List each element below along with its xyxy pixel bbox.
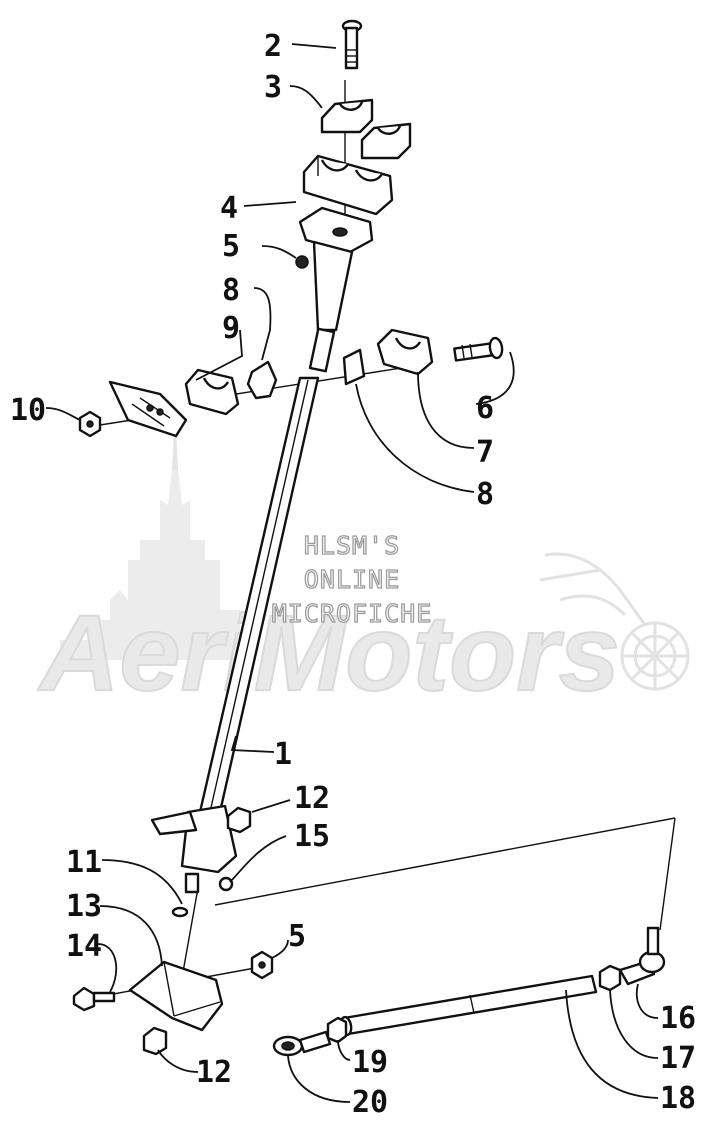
callout-1: 1 bbox=[274, 737, 292, 772]
callout-5: 5 bbox=[288, 919, 306, 954]
tie-rod-end-part-16 bbox=[618, 926, 666, 986]
callout-12: 12 bbox=[294, 781, 330, 816]
collar-part-8-upper bbox=[246, 360, 278, 400]
watermark-brand: AeriMotors bbox=[37, 592, 620, 713]
nut-part-5-upper bbox=[295, 255, 309, 269]
callout-9: 9 bbox=[222, 311, 240, 346]
callout-5: 5 bbox=[222, 229, 240, 264]
watermark-skyline bbox=[60, 440, 240, 660]
nut-part-12-lower bbox=[142, 1026, 168, 1056]
callout-6: 6 bbox=[476, 391, 494, 426]
callout-20: 20 bbox=[352, 1085, 388, 1120]
leader-lines bbox=[45, 43, 659, 1103]
callout-2: 2 bbox=[264, 29, 282, 64]
jam-nut-part-17 bbox=[598, 964, 622, 992]
callout-14: 14 bbox=[66, 929, 102, 964]
bracket-part-13 bbox=[128, 960, 224, 1032]
jam-nut-part-19 bbox=[326, 1016, 348, 1044]
watermark: AeriMotors HLSM'S ONLINE MICROFICHE bbox=[36, 410, 690, 714]
bolt-part-6 bbox=[453, 336, 504, 362]
watermark-line-3: MICROFICHE bbox=[272, 599, 433, 628]
callout-15: 15 bbox=[294, 819, 330, 854]
clamp-part-9 bbox=[184, 368, 240, 416]
tie-rod-part-18 bbox=[339, 974, 598, 1037]
upper-clamp-part-3 bbox=[320, 98, 412, 160]
callout-10: 10 bbox=[10, 393, 46, 428]
callout-19: 19 bbox=[352, 1045, 388, 1080]
watermark-line-1: HLSM'S bbox=[304, 531, 400, 560]
steering-post-part-1 bbox=[150, 206, 374, 874]
watermark-motorcycle bbox=[539, 552, 690, 691]
callout-7: 7 bbox=[476, 435, 494, 470]
callout-3: 3 bbox=[264, 70, 282, 105]
callout-16: 16 bbox=[660, 1001, 696, 1036]
bearing-part-11 bbox=[171, 872, 200, 918]
callout-18: 18 bbox=[660, 1081, 696, 1116]
callout-8: 8 bbox=[222, 273, 240, 308]
nut-part-12-upper bbox=[226, 806, 252, 834]
parts bbox=[72, 19, 666, 1057]
callout-11: 11 bbox=[66, 845, 102, 880]
pin-part-15 bbox=[218, 876, 234, 892]
nut-part-5-lower bbox=[250, 950, 274, 980]
callout-17: 17 bbox=[660, 1041, 696, 1076]
lower-clamp-part-4 bbox=[302, 154, 394, 216]
callout-12: 12 bbox=[196, 1055, 232, 1090]
watermark-spire bbox=[172, 410, 178, 470]
bolt-part-2 bbox=[341, 19, 363, 70]
clamp-part-7 bbox=[376, 328, 434, 376]
nut-part-10 bbox=[78, 410, 102, 438]
callout-8: 8 bbox=[476, 477, 494, 512]
bolt-part-14 bbox=[72, 986, 116, 1012]
connector-part bbox=[108, 380, 188, 438]
tie-rod-end-part-20 bbox=[272, 1030, 332, 1057]
callouts: 2 3 4 5 8 9 10 6 7 8 1 12 15 11 13 14 5 … bbox=[10, 29, 696, 1120]
watermark-line-2: ONLINE bbox=[304, 565, 400, 594]
collar-part-8-right bbox=[342, 348, 366, 386]
callout-13: 13 bbox=[66, 889, 102, 924]
callout-4: 4 bbox=[220, 191, 238, 226]
